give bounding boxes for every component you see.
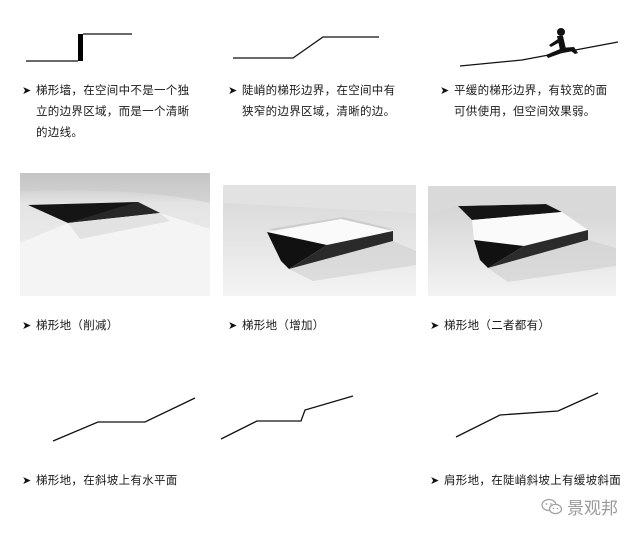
arrow-bullet-icon: ➤: [22, 84, 32, 97]
render-additive-terrace: [223, 185, 416, 296]
wechat-icon: [541, 498, 563, 514]
watermark: 景观邦: [541, 494, 618, 519]
watermark-text: 景观邦: [567, 499, 618, 519]
caption-shoulder: ➤肩形地，在陡峭斜坡上有缓坡斜面: [430, 470, 621, 491]
caption-steep-edge: ➤陡峭的梯形边界，在空间中有 狭窄的边界区域，清晰的边。: [228, 80, 428, 122]
caption-combined: ➤梯形地（二者都有）: [430, 315, 550, 336]
diagram-steep-edge: [233, 36, 379, 59]
diagram-stepped-plateau: [220, 395, 354, 440]
arrow-bullet-icon: ➤: [430, 319, 440, 332]
caption-additive: ➤梯形地（增加）: [228, 315, 325, 336]
caption-gentle-edge: ➤平缓的梯形边界，有较宽的面 可供使用，但空间效果弱。: [440, 80, 640, 122]
render-combined-terrace: [428, 186, 616, 296]
diagram-gentle-edge: [459, 28, 619, 67]
arrow-bullet-icon: ➤: [22, 319, 32, 332]
diagram-shoulder-slope: [455, 392, 599, 438]
render-subtractive-terrace: [20, 173, 210, 296]
arrow-bullet-icon: ➤: [22, 474, 32, 487]
caption-subtractive: ➤梯形地（削减）: [22, 315, 119, 336]
arrow-bullet-icon: ➤: [440, 84, 450, 97]
diagram-slope-with-plateau: [52, 397, 196, 442]
arrow-bullet-icon: ➤: [430, 474, 440, 487]
caption-slope-plateau: ➤梯形地，在斜坡上有水平面: [22, 470, 178, 491]
seated-person-icon: [546, 28, 578, 58]
arrow-bullet-icon: ➤: [228, 319, 238, 332]
caption-wall-edge: ➤梯形墙，在空间中不是一个独 立的边界区域，而是一个清晰 的边线。: [22, 80, 222, 143]
arrow-bullet-icon: ➤: [228, 84, 238, 97]
diagram-wall-edge: [26, 33, 132, 62]
